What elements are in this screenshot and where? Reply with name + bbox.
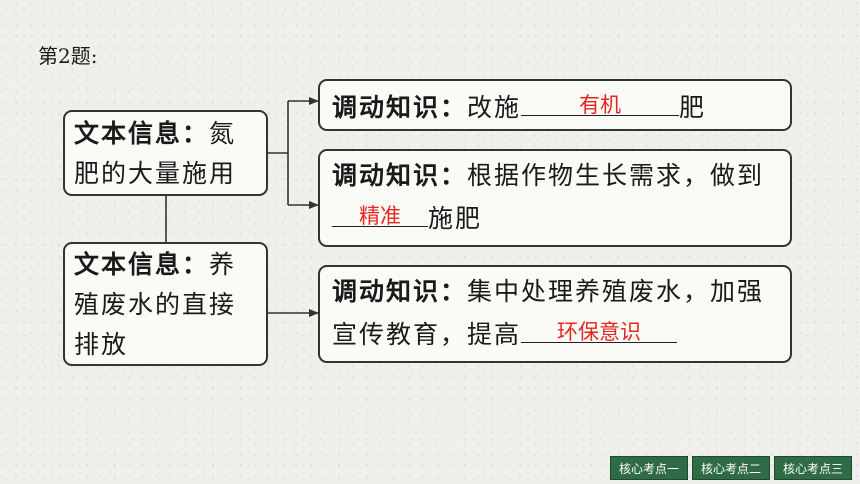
answer-text: 环保意识	[557, 320, 642, 344]
box-text: 集中处理养殖废水，加强宣传教育，提高	[332, 277, 765, 349]
nav-button-core-point-1[interactable]: 核心考点一	[610, 456, 688, 480]
box-text: 养殖废水的直接排放	[74, 250, 237, 359]
box-title: 调动知识	[332, 161, 441, 190]
box-title: 文本信息	[74, 119, 183, 148]
nav-button-core-point-2[interactable]: 核心考点二	[692, 456, 770, 480]
question-label: 第2题:	[38, 44, 98, 68]
box-text-end: 肥	[679, 93, 707, 122]
answer-blank: 环保意识	[521, 312, 678, 344]
text-info-box-2: 文本信息：养殖废水的直接排放	[63, 242, 268, 366]
box-title: 调动知识	[332, 277, 441, 306]
knowledge-box-1: 调动知识：改施 有机 肥	[318, 79, 792, 131]
box-colon: ：	[182, 250, 210, 279]
box-text-end: 施肥	[428, 204, 483, 233]
box-colon: ：	[440, 93, 468, 122]
box-title: 文本信息	[74, 250, 183, 279]
nav-button-core-point-3[interactable]: 核心考点三	[774, 456, 852, 480]
answer-text: 有机	[579, 93, 622, 117]
box-text: 根据作物生长需求，做到	[467, 161, 765, 190]
box-text: 改施	[467, 93, 522, 122]
box-colon: ：	[440, 161, 468, 190]
knowledge-box-3: 调动知识：集中处理养殖废水，加强宣传教育，提高环保意识	[318, 265, 792, 363]
answer-blank: 有机	[521, 85, 680, 117]
answer-text: 精准	[359, 204, 401, 228]
box-colon: ：	[440, 277, 468, 306]
box-title: 调动知识	[332, 93, 441, 122]
box-colon: ：	[182, 119, 210, 148]
text-info-box-1: 文本信息：氮肥的大量施用	[63, 110, 268, 196]
box-text: 氮肥的大量施用	[74, 119, 237, 188]
answer-blank: 精准	[332, 196, 428, 228]
knowledge-box-2: 调动知识：根据作物生长需求，做到精准 施肥	[318, 149, 792, 247]
